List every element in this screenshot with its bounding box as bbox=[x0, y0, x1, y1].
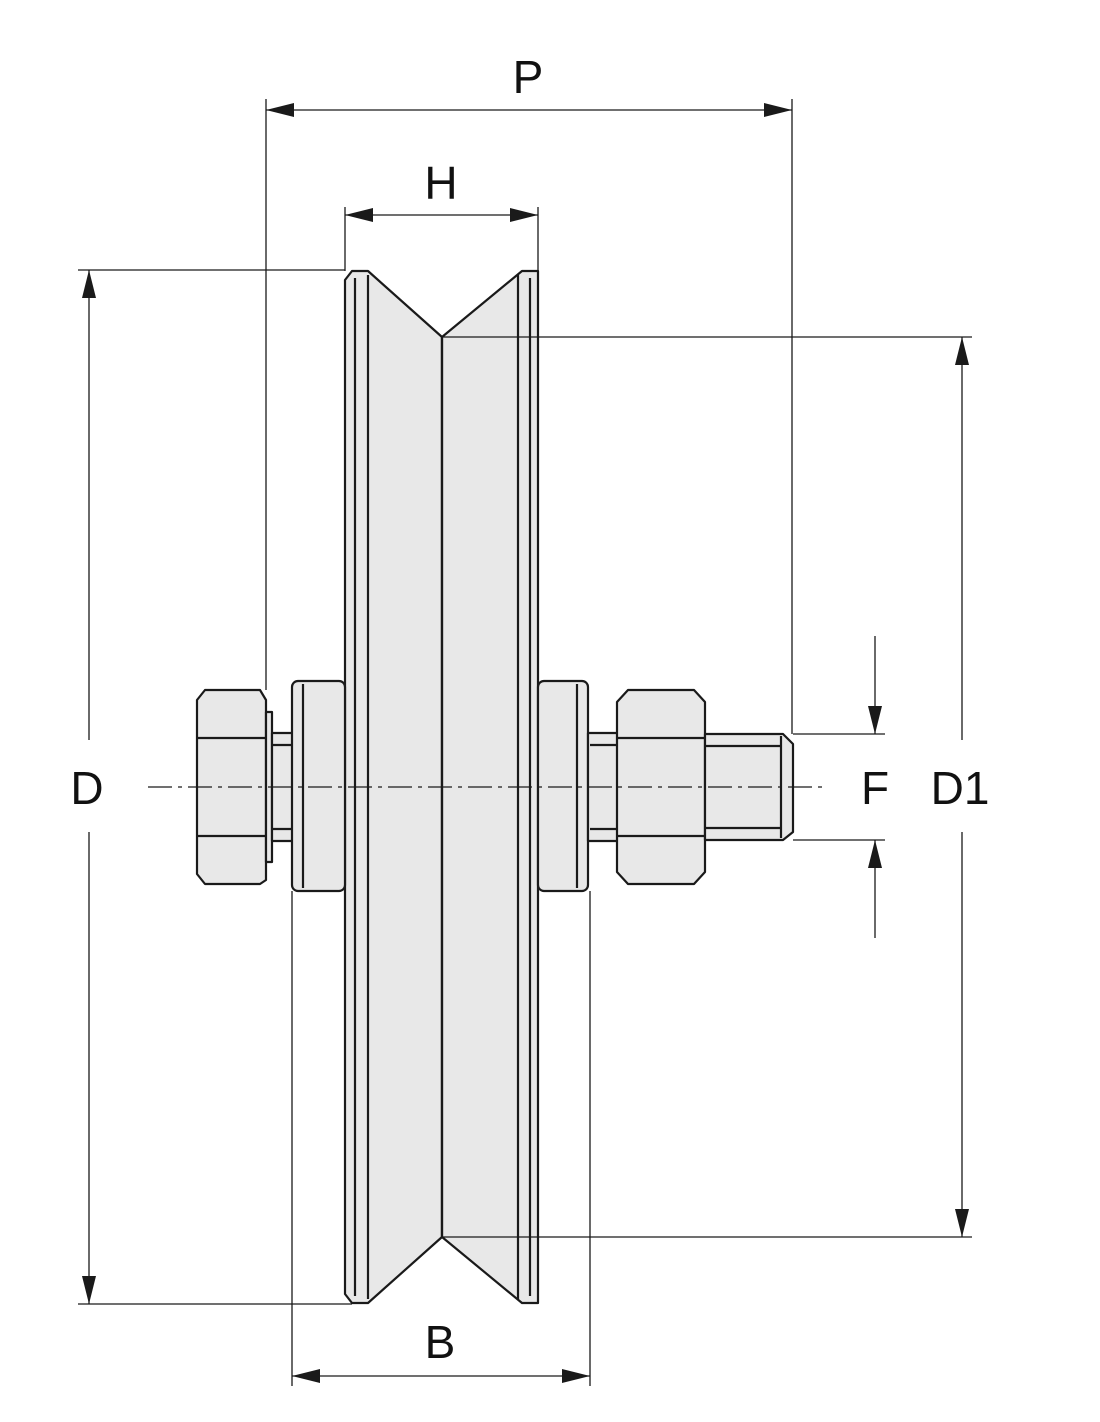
dimension-label-b: B bbox=[425, 1316, 456, 1368]
dimension-label-d1: D1 bbox=[931, 762, 990, 814]
left-spacer-hub bbox=[290, 679, 347, 893]
extension-lines bbox=[78, 99, 972, 1386]
dimension-label-f: F bbox=[861, 762, 889, 814]
dimension-label-p: P bbox=[513, 51, 544, 103]
dimension-label-h: H bbox=[424, 157, 457, 209]
dimension-label-d: D bbox=[70, 762, 103, 814]
right-spacer-hub bbox=[536, 679, 590, 893]
